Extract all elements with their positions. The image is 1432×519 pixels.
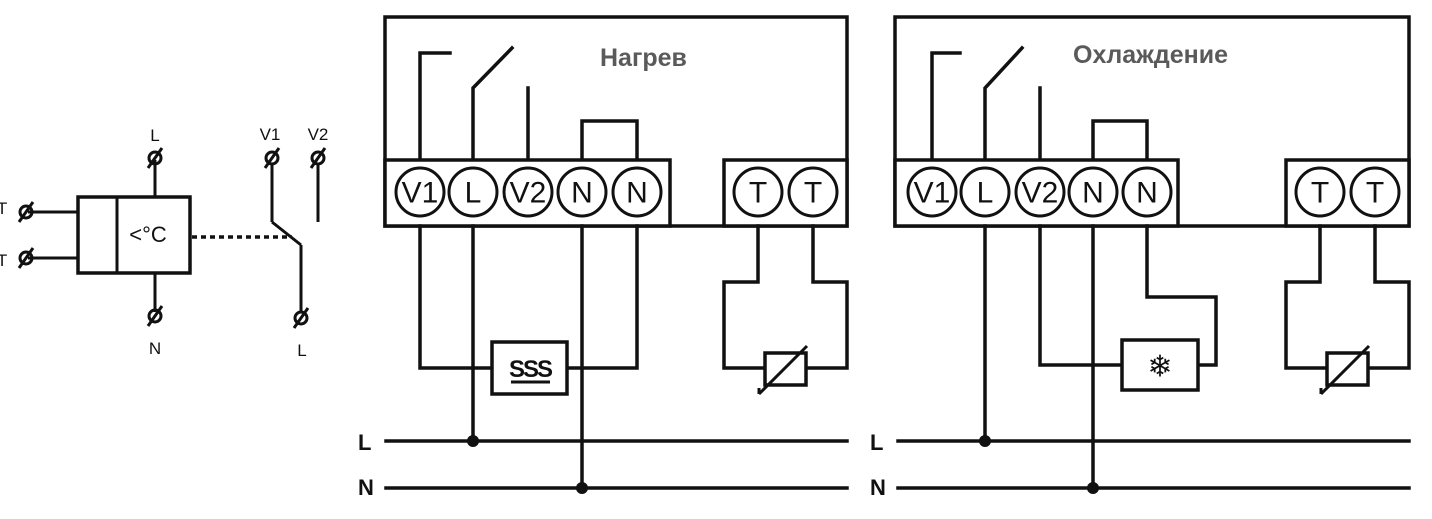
sensor-symbol: <°C	[129, 222, 167, 247]
heating-terminal-t2: T	[787, 166, 839, 218]
cooling-terminal-t2: T	[1349, 166, 1401, 218]
svg-text:V2: V2	[1022, 177, 1059, 210]
heating-bus-n-label: N	[358, 475, 374, 500]
cooling-title: Охлаждение	[1073, 41, 1228, 69]
cooling-sensor-icon	[1319, 344, 1371, 396]
snowflake-icon: ❄	[1120, 338, 1200, 392]
schematic-label-l-top: L	[150, 126, 159, 145]
heating-sensor-icon	[757, 344, 809, 396]
svg-text:L: L	[977, 177, 994, 210]
heating-terminal-v1: V1	[394, 166, 446, 218]
svg-text:T: T	[1366, 177, 1384, 210]
svg-text:T: T	[749, 177, 767, 210]
cooling-terminal-n2: N	[1121, 166, 1173, 218]
svg-text:L: L	[465, 177, 482, 210]
schematic-label-n-bottom: N	[149, 339, 161, 358]
heating-bus-l-label: L	[358, 430, 371, 455]
heater-icon: SSS	[490, 340, 569, 396]
schematic-label-t2: T	[0, 251, 7, 270]
schematic-label-v1: V1	[260, 125, 281, 144]
heating-panel: Нагрев V1 L V2 N N T T SSS	[358, 15, 849, 500]
svg-text:V1: V1	[402, 177, 439, 210]
svg-text:N: N	[1082, 177, 1104, 210]
heater-symbol: SSS	[509, 356, 553, 383]
cooling-bus-l-label: L	[870, 430, 883, 455]
heating-title: Нагрев	[600, 44, 687, 72]
schematic-terminal-t1	[18, 204, 34, 220]
heating-terminal-t1: T	[732, 166, 784, 218]
cooler-symbol: ❄	[1147, 350, 1172, 385]
svg-text:T: T	[1311, 177, 1329, 210]
svg-text:V2: V2	[510, 177, 547, 210]
svg-text:N: N	[1136, 177, 1158, 210]
heating-terminal-n2: N	[611, 166, 663, 218]
cooling-terminal-l: L	[959, 166, 1011, 218]
cooling-terminal-v1: V1	[906, 166, 958, 218]
cooling-panel: Охлаждение V1 L V2 N N T T ❄	[870, 15, 1411, 500]
cooling-terminal-t1: T	[1294, 166, 1346, 218]
heating-terminal-l: L	[447, 166, 499, 218]
svg-text:N: N	[626, 177, 648, 210]
cooling-bus-n-label: N	[870, 475, 886, 500]
svg-text:V1: V1	[914, 177, 951, 210]
schematic-label-t1: T	[0, 199, 7, 218]
cooling-terminal-n1: N	[1067, 166, 1119, 218]
heating-terminal-v2: V2	[502, 166, 554, 218]
cooling-terminal-v2: V2	[1014, 166, 1066, 218]
heating-terminal-n1: N	[556, 166, 608, 218]
thermostat-box	[76, 195, 192, 275]
schematic-terminal-t2	[18, 250, 34, 266]
schematic-label-l-bottom: L	[297, 341, 306, 360]
svg-text:T: T	[804, 177, 822, 210]
schematic-label-v2: V2	[308, 125, 329, 144]
svg-text:N: N	[571, 177, 593, 210]
schematic-symbol: T T <°C L N V1 V2 L	[0, 125, 328, 360]
